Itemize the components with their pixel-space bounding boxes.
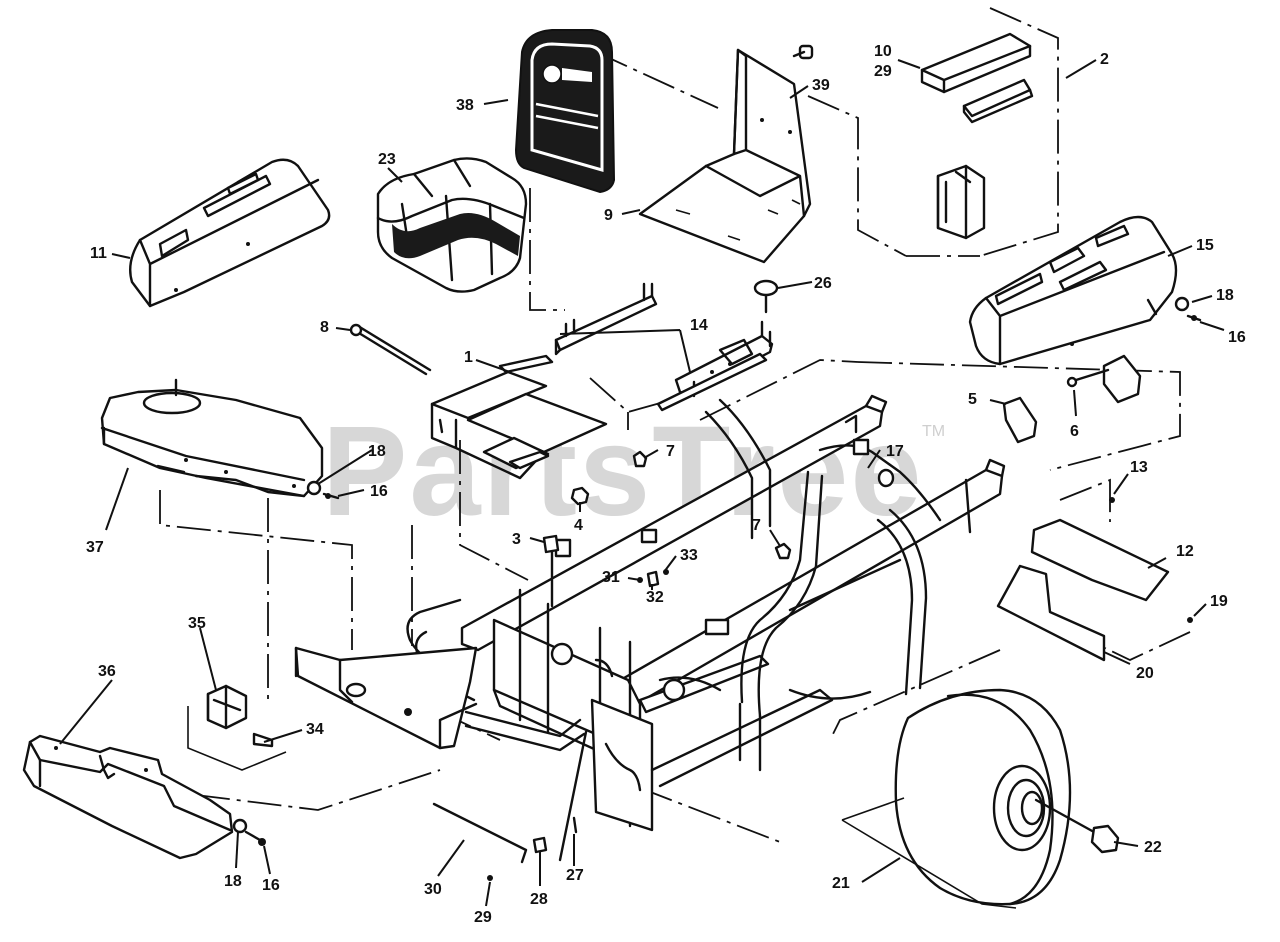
callout-4: 4: [574, 517, 583, 534]
callout-23: 23: [378, 151, 396, 168]
part-23-seat-cushion: [376, 157, 528, 293]
leader-lines: [59, 59, 1225, 907]
callout-38: 38: [456, 97, 474, 114]
part-5-bracket: [1002, 354, 1142, 444]
part-1-bracket: [430, 354, 608, 480]
callout-14: 14: [690, 317, 708, 334]
watermark-trademark: TM: [922, 423, 945, 440]
callout-36: 36: [98, 663, 116, 680]
part-20-plate: [996, 564, 1106, 662]
callout-30: 30: [424, 881, 442, 898]
callout-16-lower: 16: [262, 877, 280, 894]
part-35-bracket: [187, 684, 287, 771]
callout-13: 13: [1130, 459, 1148, 476]
callout-34: 34: [306, 721, 324, 738]
callout-16-left: 16: [370, 483, 388, 500]
part-17-pivot: [877, 468, 895, 488]
callout-11: 11: [90, 245, 107, 262]
center-support: [294, 646, 478, 750]
callout-8: 8: [320, 319, 329, 336]
callout-2: 2: [1100, 51, 1109, 68]
callout-18-lower: 18: [224, 873, 242, 890]
callout-1: 1: [464, 349, 473, 366]
callout-10: 10: [874, 43, 892, 60]
watermark-text: PartsTree: [322, 400, 924, 543]
callout-labels: 10 29 2 38 39 23 9 11 15 26 18 16 14 8 1…: [86, 43, 1246, 926]
callout-28: 28: [530, 891, 548, 908]
part-37-left-fender: [100, 378, 324, 498]
callout-7-upper: 7: [666, 443, 675, 460]
callout-16-right: 16: [1228, 329, 1246, 346]
callout-29-lower: 29: [474, 909, 492, 926]
part-2-seat-kit: [920, 32, 1034, 240]
part-15-right-cover: [968, 215, 1178, 366]
callout-39: 39: [812, 77, 830, 94]
part-21-ground-plane: [841, 797, 1017, 909]
callout-15: 15: [1196, 237, 1214, 254]
callout-3: 3: [512, 531, 521, 548]
part-11-left-cover: [129, 158, 331, 308]
callout-21: 21: [832, 875, 850, 892]
callout-26: 26: [814, 275, 832, 292]
callout-22: 22: [1144, 839, 1162, 856]
callout-18-left: 18: [368, 443, 386, 460]
callout-7-lower: 7: [752, 517, 761, 534]
callout-29-upper: 29: [874, 63, 892, 80]
part-38-seat-back: [514, 29, 616, 194]
callout-19: 19: [1210, 593, 1228, 610]
part-34-plate: [252, 732, 274, 748]
part-14-seat-rails: [554, 282, 774, 412]
callout-33: 33: [680, 547, 698, 564]
main-frame: [406, 394, 1006, 832]
callout-6: 6: [1070, 423, 1079, 440]
callout-18-right: 18: [1216, 287, 1234, 304]
callout-32: 32: [646, 589, 664, 606]
part-12-plate: [1030, 518, 1170, 602]
part-26-bumper: [753, 279, 779, 314]
hardware: [232, 296, 1202, 881]
part-30-rod: [432, 730, 588, 864]
callout-37: 37: [86, 539, 104, 556]
part-36-left-skirt: [22, 734, 234, 860]
callout-31: 31: [602, 569, 620, 586]
callout-20: 20: [1136, 665, 1154, 682]
callout-12: 12: [1176, 543, 1194, 560]
callout-17: 17: [886, 443, 904, 460]
callout-9: 9: [604, 207, 613, 224]
part-39-knob: [792, 44, 814, 60]
part-8-rod: [349, 323, 432, 376]
part-22-tire: [894, 688, 1120, 906]
callout-27: 27: [566, 867, 584, 884]
part-9-seat-pan: [638, 48, 812, 264]
callout-35: 35: [188, 615, 206, 632]
callout-5: 5: [968, 391, 977, 408]
